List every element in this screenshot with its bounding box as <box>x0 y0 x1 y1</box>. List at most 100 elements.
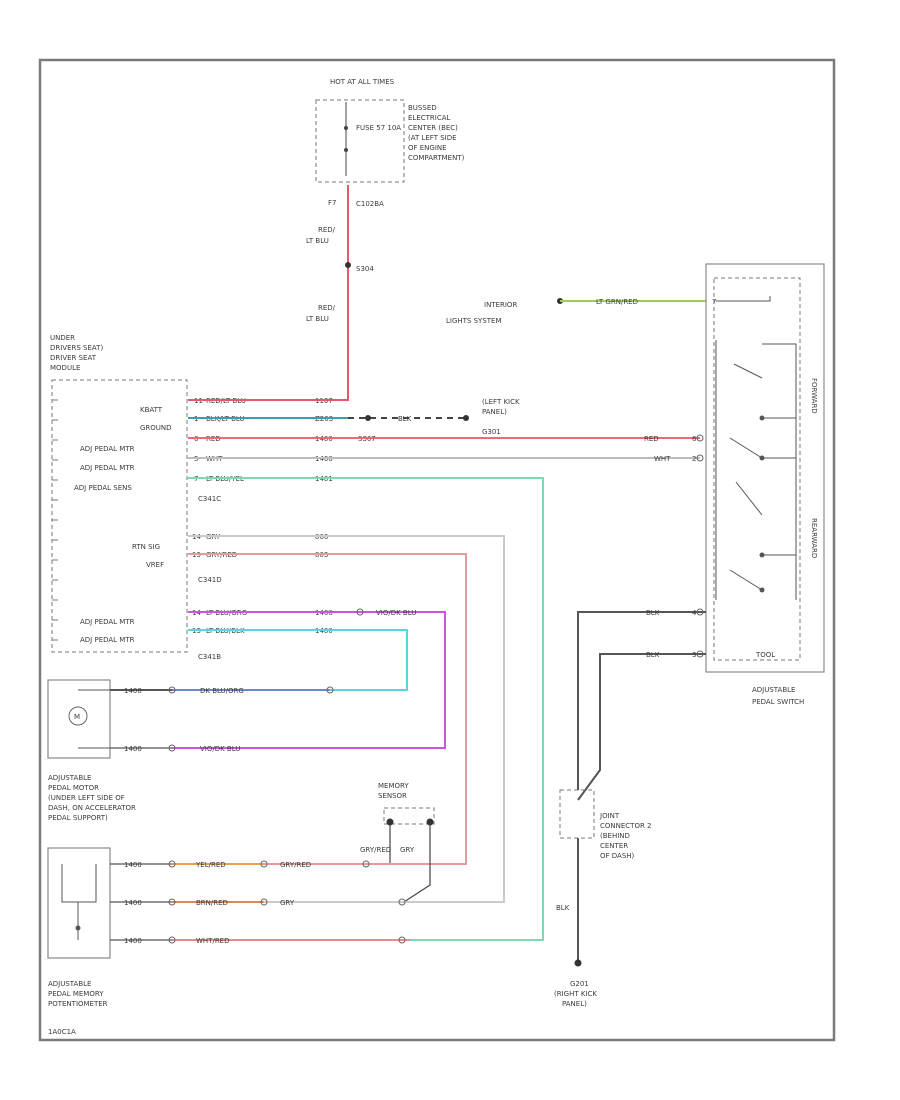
pot-row1-wire2: GRY/RED <box>280 861 311 869</box>
svg-text:SENSOR: SENSOR <box>378 792 407 800</box>
fuse-label: FUSE 57 10A <box>356 124 401 132</box>
svg-text:CENTER (BEC): CENTER (BEC) <box>408 124 458 132</box>
svg-text:DRIVERS SEAT): DRIVERS SEAT) <box>50 344 103 352</box>
conn-c341c: C341C <box>198 495 221 503</box>
ground-g201 <box>574 959 582 967</box>
bec-label: BUSSED ELECTRICAL CENTER (BEC) (AT LEFT … <box>408 104 465 162</box>
switch-pin-blk2: 3 <box>692 651 696 659</box>
top-wire-color-2: RED/ <box>318 304 336 312</box>
svg-text:PEDAL SWITCH: PEDAL SWITCH <box>752 698 804 706</box>
wire-blk-2 <box>577 653 706 801</box>
wire-rtn <box>188 535 505 903</box>
svg-text:BUSSED: BUSSED <box>408 104 437 112</box>
svg-text:CONNECTOR 2: CONNECTOR 2 <box>600 822 652 830</box>
ground-g301 <box>463 415 469 421</box>
pot-row2-circuit: 1400 <box>124 899 142 907</box>
svg-text:COMPARTMENT): COMPARTMENT) <box>408 154 465 162</box>
svg-text:PANEL): PANEL) <box>562 1000 587 1008</box>
switch-box <box>705 263 825 673</box>
conn-c341d: C341D <box>198 576 222 584</box>
wire-blk-1 <box>577 611 706 790</box>
motor-wire2-circuit: 1400 <box>124 745 142 753</box>
violet-label-top: VIO/DK BLU <box>376 609 416 617</box>
svg-text:OF ENGINE: OF ENGINE <box>408 144 447 152</box>
row-rtn-name: RTN SIG <box>132 543 160 551</box>
svg-text:DASH, ON ACCELERATOR: DASH, ON ACCELERATOR <box>48 804 136 812</box>
wire-mtr-violet <box>172 611 446 749</box>
switch-contacts <box>715 296 797 600</box>
svg-text:ADJUSTABLE: ADJUSTABLE <box>48 980 91 988</box>
switch-wire-wht: WHT <box>654 455 671 463</box>
svg-text:MODULE: MODULE <box>50 364 80 372</box>
fuse-pin: F7 <box>328 199 336 207</box>
memory-pin-right <box>426 818 434 826</box>
motor-wire2-color: VIO/DK BLU <box>200 745 240 753</box>
fuse-connector: C102BA <box>356 200 384 208</box>
joint-wire: BLK <box>556 904 570 912</box>
conn-c341b: C341B <box>198 653 221 661</box>
switch-wire-blk1: BLK <box>646 609 660 617</box>
svg-text:(BEHIND: (BEHIND <box>600 832 630 840</box>
row-mtr4-name: ADJ PEDAL MTR <box>80 636 135 644</box>
pot-row1-wire: YEL/RED <box>195 861 226 869</box>
svg-text:(AT LEFT SIDE: (AT LEFT SIDE <box>408 134 457 142</box>
switch-forward: FORWARD <box>810 378 818 414</box>
joint-connector-box <box>559 789 595 839</box>
joint-label: JOINT CONNECTOR 2 (BEHIND CENTER OF DASH… <box>599 812 652 860</box>
svg-text:(LEFT KICK: (LEFT KICK <box>482 398 520 406</box>
wire-mtr-cyan <box>188 629 408 691</box>
svg-text:JOINT: JOINT <box>599 812 620 820</box>
row-mtr2-name: ADJ PEDAL MTR <box>80 464 135 472</box>
interior-wire: LT GRN/RED <box>596 298 638 306</box>
pot-row1-circuit: 1400 <box>124 861 142 869</box>
switch-extra-label: TOOL <box>755 651 775 659</box>
hot-label: HOT AT ALL TIMES <box>330 78 395 86</box>
interior-lights-label: INTERIOR LIGHTS SYSTEM <box>446 301 517 325</box>
module-pin-marks <box>52 399 58 641</box>
kick-label: (LEFT KICK PANEL) G301 <box>482 398 520 436</box>
motor-box <box>47 679 111 759</box>
kick-wire: BLK <box>398 415 412 423</box>
switch-pin-red: 6 <box>692 435 697 443</box>
pot-row2-wire: BRN/RED <box>196 899 228 907</box>
splice-s304 <box>345 262 351 268</box>
svg-text:PANEL): PANEL) <box>482 408 507 416</box>
motor-wire1-circuit: 1400 <box>124 687 142 695</box>
svg-text:DRIVER SEAT: DRIVER SEAT <box>50 354 97 362</box>
svg-text:G301: G301 <box>482 428 501 436</box>
svg-text:UNDER: UNDER <box>50 334 75 342</box>
fuse-block: HOT AT ALL TIMES FUSE 57 10A BUSSED ELEC… <box>315 78 465 208</box>
svg-text:PEDAL MEMORY: PEDAL MEMORY <box>48 990 104 998</box>
svg-text:(RIGHT KICK: (RIGHT KICK <box>554 990 597 998</box>
svg-text:LIGHTS SYSTEM: LIGHTS SYSTEM <box>446 317 502 325</box>
motor-symbol: M <box>74 713 80 721</box>
svg-text:OF DASH): OF DASH) <box>600 852 635 860</box>
ground-g201-label: G201 (RIGHT KICK PANEL) <box>554 980 597 1008</box>
row-ground-name: GROUND <box>140 424 172 432</box>
memory-sensor-label: MEMORY SENSOR <box>378 782 409 800</box>
switch-pin-blk1: 4 <box>692 609 697 617</box>
footer-code: 1A0C1A <box>48 1028 76 1036</box>
switch-wire-blk2: BLK <box>646 651 660 659</box>
splice-label: S304 <box>356 265 374 273</box>
row-sens-name: ADJ PEDAL SENS <box>74 484 132 492</box>
row-vref-name: VREF <box>146 561 164 569</box>
seat-module-title: UNDER DRIVERS SEAT) DRIVER SEAT MODULE <box>50 334 103 372</box>
wire-vref <box>188 553 467 865</box>
pot-title: ADJUSTABLE PEDAL MEMORY POTENTIOMETER <box>48 980 108 1008</box>
svg-text:MEMORY: MEMORY <box>378 782 409 790</box>
memory-wire-right: GRY <box>400 846 415 854</box>
switch-wire-red: RED <box>644 435 659 443</box>
svg-text:PEDAL MOTOR: PEDAL MOTOR <box>48 784 99 792</box>
memory-wire-left: GRY/RED <box>360 846 391 854</box>
pot-row2-wire2: GRY <box>280 899 295 907</box>
svg-text:ELECTRICAL: ELECTRICAL <box>408 114 451 122</box>
pot-box <box>47 847 111 959</box>
svg-text:(UNDER LEFT SIDE OF: (UNDER LEFT SIDE OF <box>48 794 125 802</box>
svg-text:CENTER: CENTER <box>600 842 628 850</box>
svg-text:PEDAL SUPPORT): PEDAL SUPPORT) <box>48 814 108 822</box>
diagram-frame <box>38 58 836 1042</box>
svg-text:POTENTIOMETER: POTENTIOMETER <box>48 1000 108 1008</box>
top-wire-color-2b: LT BLU <box>306 315 329 323</box>
